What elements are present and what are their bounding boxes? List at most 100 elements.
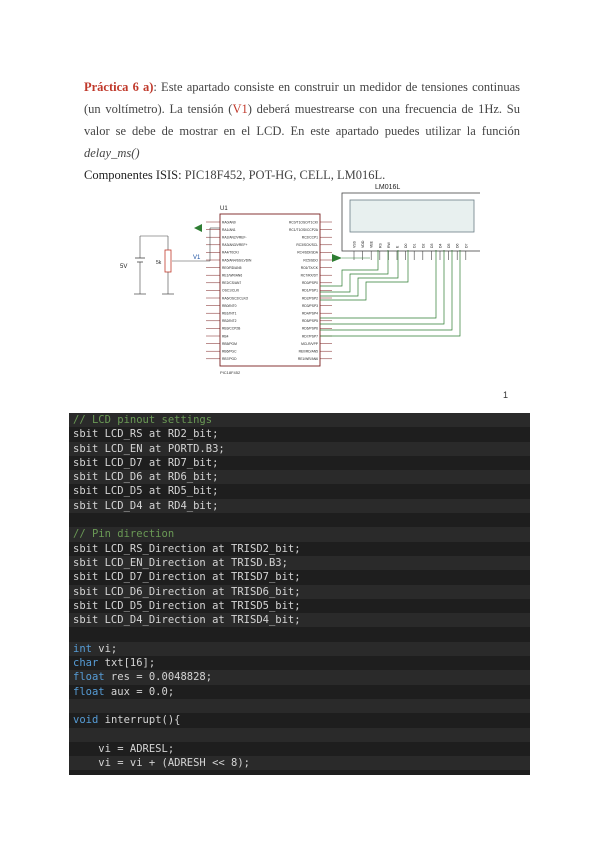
code-line: sbit LCD_D5_Direction at TRISD5_bit;: [73, 599, 301, 612]
chip-pin-label: RC4/SDI/SDA: [297, 251, 319, 255]
code-line: sbit LCD_RS_Direction at TRISD2_bit;: [73, 542, 301, 555]
code-line: sbit LCD_D4 at RD4_bit;: [69, 498, 530, 514]
chip-pin-label: RD7/PSP7: [302, 334, 318, 338]
lcd-pin-label: D7: [464, 243, 468, 248]
chip-pin-label: RC6/TX/CK: [301, 266, 319, 270]
code-line: sbit LCD_D6_Direction at TRISD6_bit;: [69, 584, 530, 599]
chip-pin-label: RB2/INT2: [222, 319, 237, 323]
chip-pin-label: RC1/T1OSI/CCP2A: [289, 228, 319, 232]
chip-pin-label: RA4/T0CKI: [222, 251, 239, 255]
code-line: char txt[16];: [73, 657, 156, 670]
components-list: PIC18F452, POT-HG, CELL, LM016L.: [184, 168, 386, 182]
chip-pin-label: RD4/PSP4: [302, 312, 318, 316]
chip-pin-label: RA3/AN3/VREF+: [222, 243, 247, 247]
chip-pin-label: RD2/PSP2: [302, 296, 318, 300]
lcd-pin-label: E: [396, 245, 400, 248]
chip-pin-label: RA5/AN4/SS/LVDIN: [222, 258, 252, 262]
chip-pin-label: RA6/OSC2/CLKO: [222, 296, 249, 300]
code-line: sbit LCD_D5 at RD5_bit;: [73, 485, 219, 498]
code-line: sbit LCD_EN_Direction at TRISD.B3;: [69, 555, 530, 571]
chip-pin-label: RA2/AN2/VREF-: [222, 236, 247, 240]
chip-pin-label: RC7/RX/DT: [301, 274, 318, 278]
lcd-pin-label: D6: [456, 243, 460, 248]
components-label: Componentes ISIS:: [84, 168, 185, 182]
lcd-pin-label: D4: [439, 243, 443, 248]
page-number: 1: [503, 390, 509, 400]
lcd-screen: [349, 199, 475, 233]
chip-pin-label: RA0/AN0: [222, 220, 236, 224]
lcd-pin-label: VEE: [370, 240, 374, 248]
chip-pin-label: RB1/INT1: [222, 312, 237, 316]
chip-pin-label: MCLR/VPP: [301, 342, 319, 346]
chip-pin-label: RD1/PSP1: [302, 289, 318, 293]
vi-label: V1: [232, 102, 248, 116]
chip-pin-label: RC3/SCK/SCL: [296, 243, 318, 247]
lcd-pin-group: VSS VDD VEE RS RW E D0 D1 D2 D3 D4 D5 D6 D7: [353, 240, 468, 260]
code-line: [69, 727, 530, 742]
pic-chip: [219, 213, 321, 367]
potentiometer: [164, 249, 172, 273]
code-line: float res = 0.0048828;: [69, 670, 530, 685]
u1-label: U1: [220, 206, 228, 212]
lcd-pin-label: D5: [447, 243, 451, 248]
lcd-pin-label: RS: [378, 242, 382, 248]
chip-pin-label: RE0/RD/AN5: [299, 350, 319, 354]
chip-pin-label: RB7/PGD: [222, 357, 237, 361]
code-line: [69, 627, 530, 641]
chip-pin-label: RE1/WR/AN6: [222, 274, 242, 278]
code-line: sbit LCD_D6 at RD6_bit;: [69, 470, 530, 485]
chip-pin-label: RA1/AN1: [222, 228, 236, 232]
chip-pin-label: RB3/CCP2B: [222, 327, 241, 331]
lcd-pin-label: D2: [421, 243, 425, 248]
pot-label: 5k: [156, 260, 162, 266]
chip-pin-label: RD0/PSP0: [302, 281, 318, 285]
lcd-pin-label: VDD: [361, 240, 365, 248]
chip-pin-label: RB0/INT0: [222, 304, 237, 308]
code-line: vi = vi + (ADRESH << 8);: [69, 756, 530, 771]
code-line: void interrupt(){: [73, 714, 181, 727]
chip-pin-label: RC2/CCP1: [302, 236, 318, 240]
code-line: float aux = 0.0;: [73, 685, 175, 698]
code-line: sbit LCD_D4_Direction at TRISD4_bit;: [69, 613, 530, 628]
chip-pin-label: RE1/WR/AN6: [298, 357, 318, 361]
code-line: int vi;: [69, 641, 530, 657]
chip-name: PIC18F452: [220, 370, 241, 375]
vdd-terminal: [194, 224, 202, 232]
chip-pin-label: RD5/PSP5: [302, 319, 318, 323]
lcd-pin-label: RW: [387, 242, 391, 248]
code-line: vi = ADRESL;: [73, 742, 175, 755]
circuit-schematic: LM016L VSS VDD VEE RS RW E D0 D1 D2 D3 D4 D5 D6 D7 U1…: [120, 184, 480, 375]
chip-pin-label: RB4: [222, 334, 229, 338]
chip-pin-label: RD3/PSP3: [302, 304, 318, 308]
code-line: sbit LCD_D7_Direction at TRISD7_bit;: [73, 571, 301, 584]
lcd-wires: [320, 250, 461, 337]
lcd-pin-label: D3: [430, 243, 434, 248]
chip-pin-label: RE2/CS/AN7: [222, 281, 241, 285]
probe-label: V1: [193, 255, 201, 261]
code-line: // LCD pinout settings: [69, 413, 530, 428]
code-line: [69, 698, 530, 714]
function-name: delay_ms(): [84, 146, 140, 160]
chip-pin-label: RC5/SDO: [303, 258, 318, 262]
lcd-pin-label: D0: [404, 243, 408, 248]
code-line: [69, 513, 530, 527]
lcd-label: LM016L: [375, 184, 400, 191]
chip-pin-label: RE0/RD/AN5: [222, 266, 242, 270]
battery-label: 5V: [120, 264, 127, 270]
code-line: // Pin direction: [69, 527, 530, 542]
chip-pin-label: RD6/PSP6: [302, 327, 318, 331]
paragraph-text-1: : Este apartado consiste en construir un…: [84, 80, 520, 116]
exercise-paragraph: Práctica 6 a): Este apartado consiste en…: [84, 76, 520, 186]
chip-pin-label: RC0/T1OSO/T1CKI: [289, 220, 318, 224]
lcd-pin-label: VSS: [353, 240, 357, 248]
code-line: sbit LCD_EN at PORTD.B3;: [69, 441, 530, 456]
chip-right-pins: RC0/T1OSO/T1CKI RC1/T1OSI/CCP2A RC2/CCP1RC…: [289, 220, 332, 361]
lcd-pin-label: D1: [413, 243, 417, 248]
practica-title: Práctica 6 a): [84, 80, 154, 94]
chip-pin-label: RB6/PGC: [222, 350, 237, 354]
chip-pin-label: OSC1/CLKI: [222, 289, 239, 293]
paragraph-text-2: ) deberá muestrearse con una frecuencia …: [84, 102, 521, 138]
code-line: sbit LCD_RS at RD2_bit;: [73, 428, 219, 441]
